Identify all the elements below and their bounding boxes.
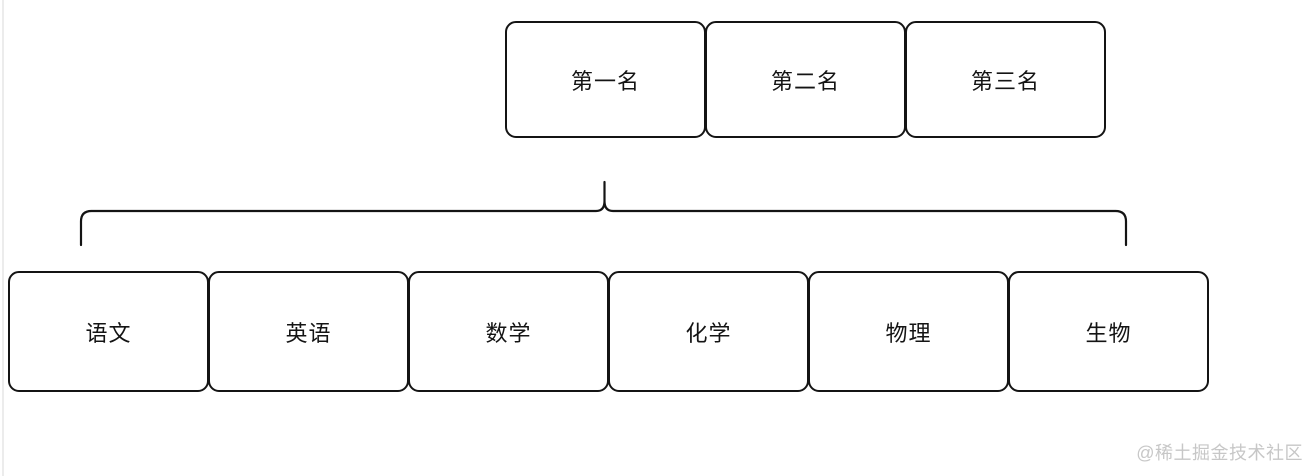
node-subject-english[interactable]: 英语 — [208, 271, 409, 392]
node-subject-math[interactable]: 数学 — [408, 271, 609, 392]
node-rank-2-label: 第二名 — [770, 68, 840, 94]
subject-row: 语文 英语 数学 化学 物理 生物 — [8, 271, 1209, 392]
node-subject-chemistry-label: 化学 — [685, 320, 732, 346]
node-subject-chinese[interactable]: 语文 — [8, 271, 209, 392]
node-rank-2[interactable]: 第二名 — [705, 21, 906, 138]
node-subject-biology-label: 生物 — [1085, 320, 1132, 346]
node-subject-physics-label: 物理 — [885, 320, 932, 346]
node-rank-3-label: 第三名 — [970, 68, 1040, 94]
node-subject-chinese-label: 语文 — [85, 320, 132, 346]
node-subject-english-label: 英语 — [285, 320, 332, 346]
node-subject-chemistry[interactable]: 化学 — [608, 271, 809, 392]
node-subject-biology[interactable]: 生物 — [1008, 271, 1209, 392]
rank-row: 第一名 第二名 第三名 — [505, 21, 1106, 138]
node-subject-physics[interactable]: 物理 — [808, 271, 1009, 392]
node-rank-3[interactable]: 第三名 — [905, 21, 1106, 138]
node-subject-math-label: 数学 — [485, 320, 532, 346]
node-rank-1[interactable]: 第一名 — [505, 21, 706, 138]
left-edge-artifact — [2, 0, 4, 476]
node-rank-1-label: 第一名 — [570, 68, 640, 94]
watermark: @稀土掘金技术社区 — [1136, 443, 1303, 463]
